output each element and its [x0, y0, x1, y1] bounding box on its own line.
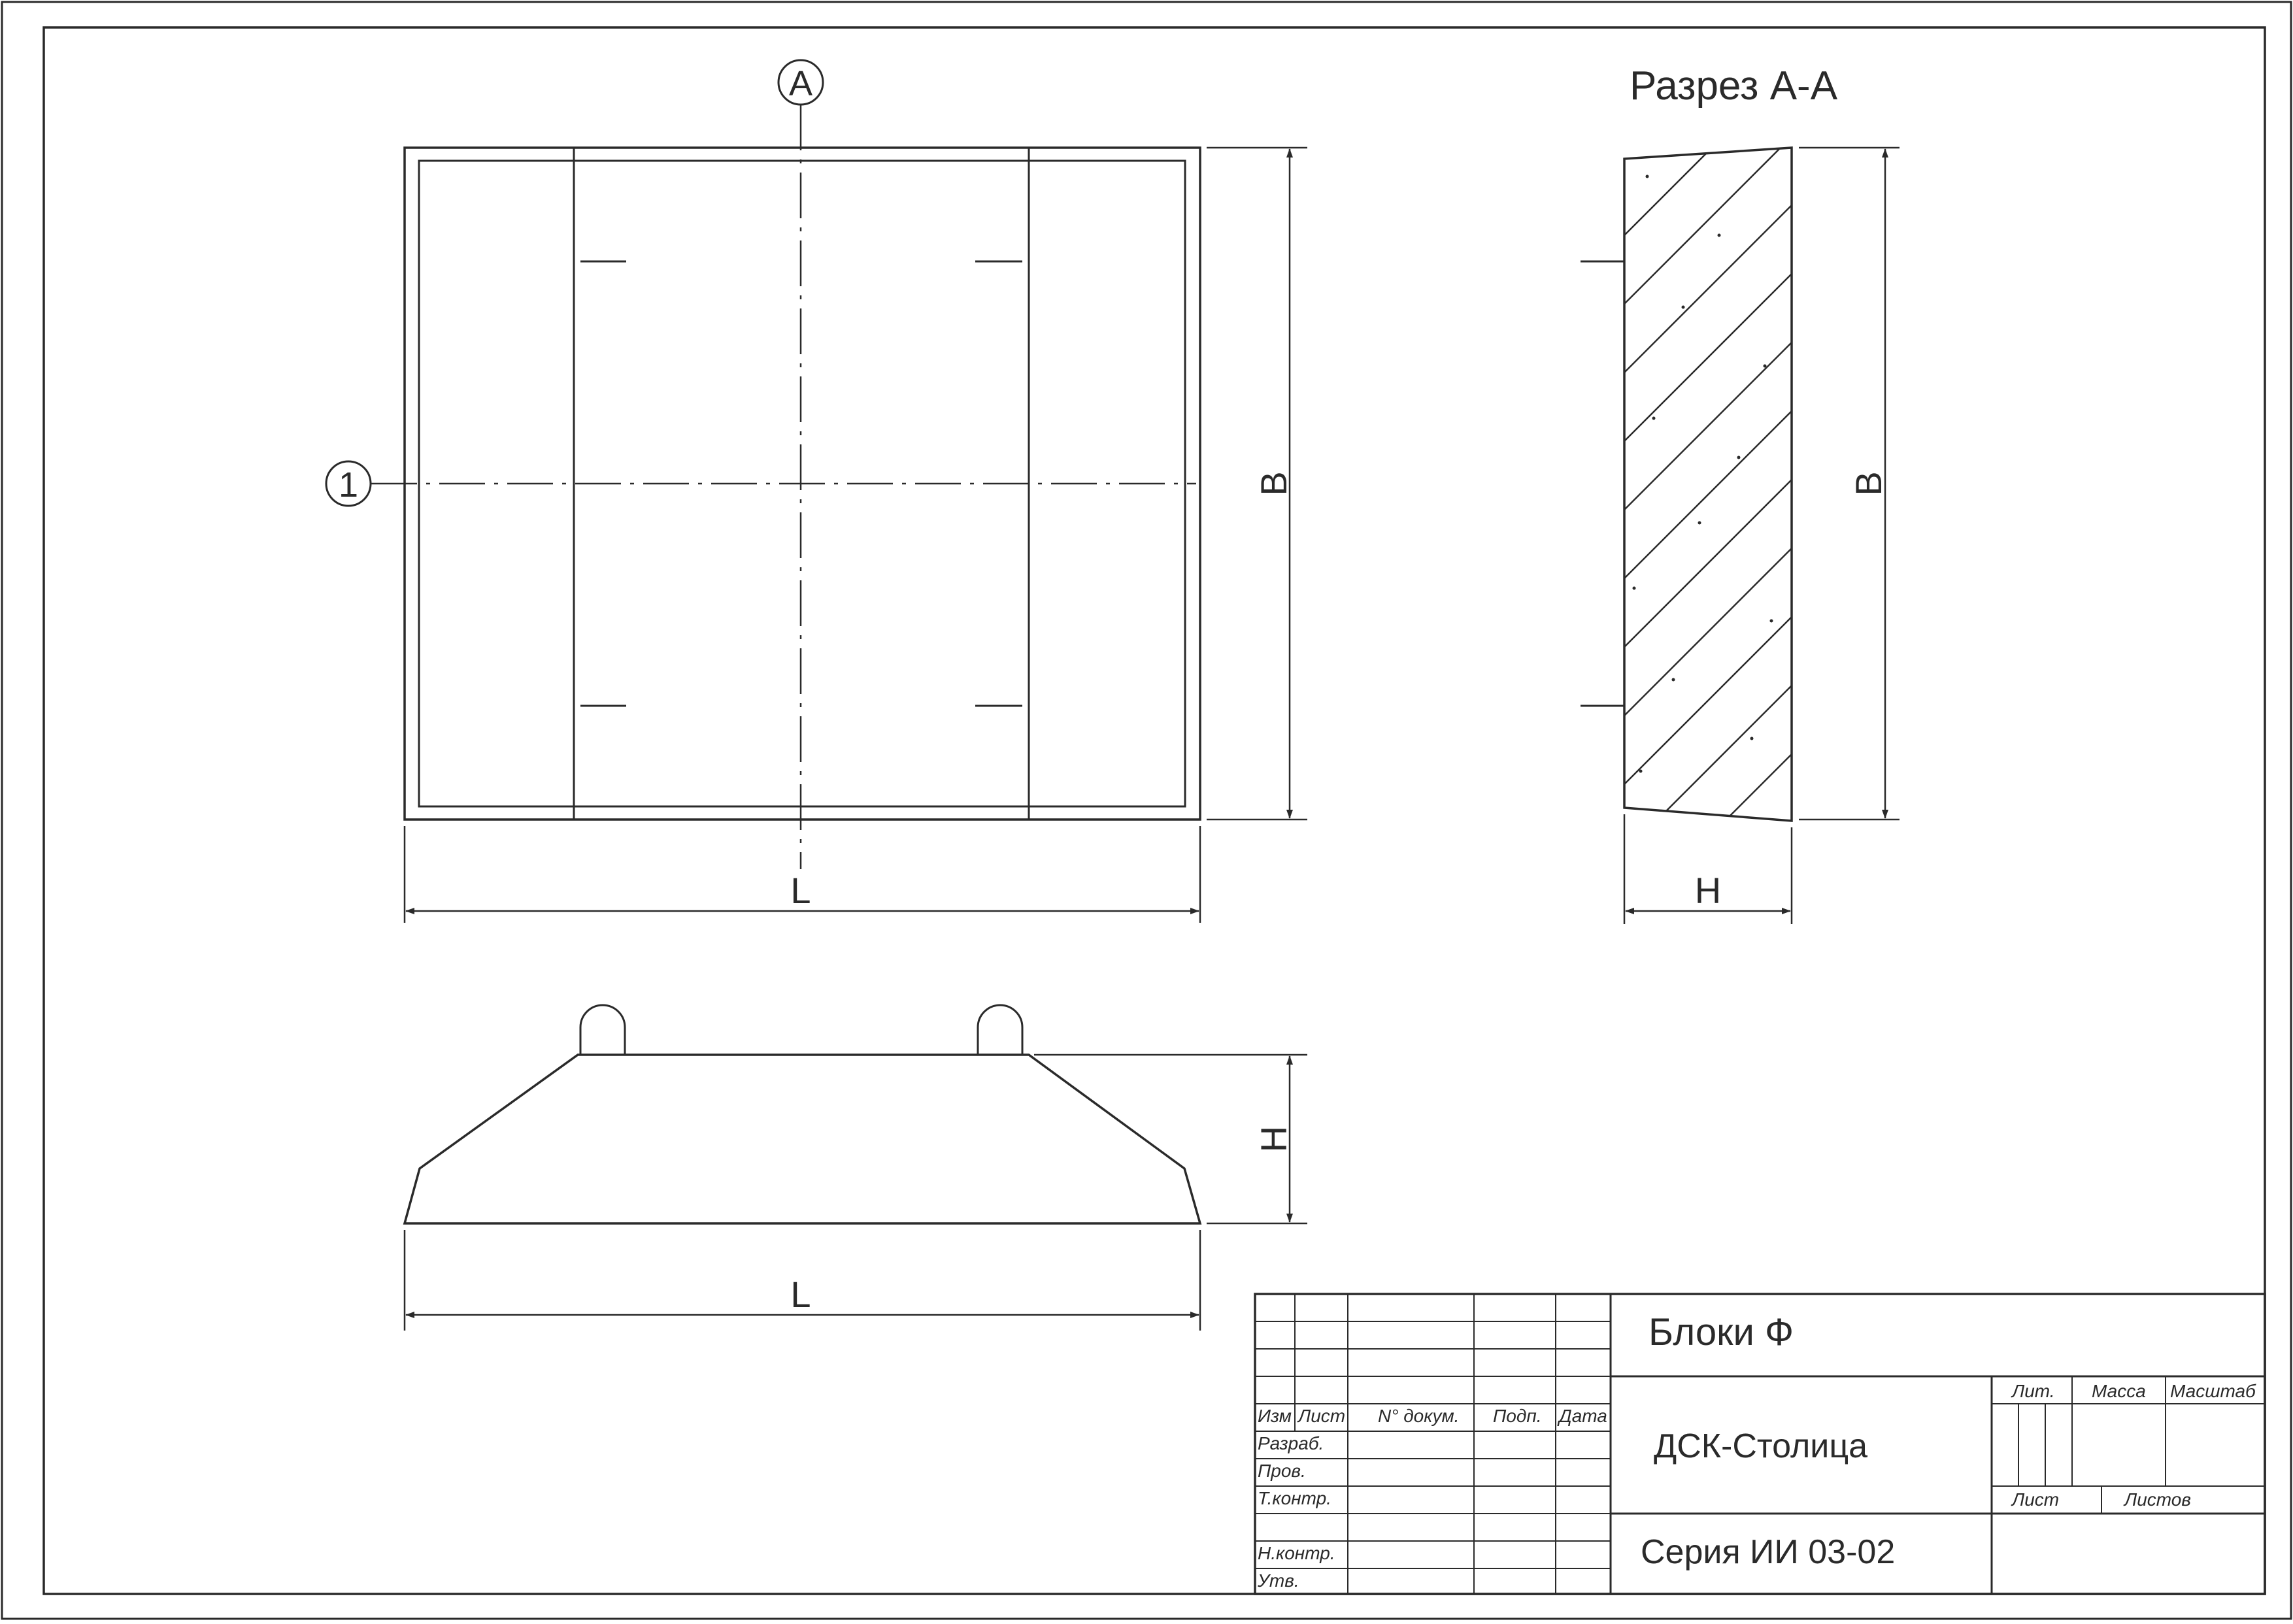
role-tkontr: Т.контр.	[1258, 1488, 1331, 1508]
organization-name: ДСК-Столица	[1654, 1427, 1867, 1465]
dimension-label-l: L	[790, 1274, 811, 1315]
lifting-loop	[977, 1004, 1024, 1055]
axis-label-1: 1	[339, 465, 358, 505]
dimension-label-l: L	[790, 870, 811, 911]
role-prov: Пров.	[1258, 1461, 1306, 1481]
elevation-view: H L	[403, 1004, 1307, 1331]
role-utv: Утв.	[1257, 1570, 1299, 1591]
plan-view: А 1 L B	[325, 59, 1307, 923]
inner-frame	[42, 26, 2266, 1595]
section-view: Разрез А-А	[1581, 63, 1900, 924]
cell-listov: Листов	[2123, 1489, 2191, 1510]
dimension-label-h: H	[1253, 1126, 1294, 1152]
section-title: Разрез А-А	[1630, 63, 1838, 108]
cell-massa: Масса	[2092, 1381, 2146, 1401]
cell-lit: Лит.	[2011, 1381, 2055, 1401]
role-razrab: Разраб.	[1258, 1433, 1324, 1453]
header-ndoc: N° докум.	[1378, 1406, 1459, 1426]
document-name: Блоки Ф	[1649, 1311, 1794, 1353]
title-block: Изм Лист N° докум. Подп. Дата Разраб. Пр…	[1254, 1293, 2266, 1595]
cell-masshtab: Масштаб	[2170, 1381, 2256, 1401]
axis-marker-a	[777, 59, 824, 106]
cell-list: Лист	[2011, 1489, 2059, 1510]
axis-label-a: А	[789, 64, 812, 103]
revision-grid	[1255, 1294, 1612, 1594]
plan-inner-rect	[418, 159, 1186, 808]
lifting-loop	[579, 1004, 626, 1055]
dimension-label-h: H	[1695, 870, 1721, 911]
dimension-label-b: B	[1848, 471, 1889, 495]
elevation-outline	[403, 1053, 1202, 1225]
header-podp: Подп.	[1493, 1406, 1542, 1426]
concrete-hatching	[1624, 148, 1792, 821]
header-data: Дата	[1557, 1406, 1607, 1426]
title-block-frame	[1254, 1293, 2266, 1595]
header-list: Лист	[1297, 1406, 1345, 1426]
section-outline	[1623, 146, 1793, 822]
header-izm: Изм	[1258, 1406, 1292, 1426]
role-nkontr: Н.контр.	[1258, 1543, 1335, 1563]
axis-marker-1	[325, 460, 372, 507]
dimension-label-b: B	[1253, 471, 1294, 495]
series-name: Серия ИИ 03-02	[1641, 1533, 1895, 1571]
